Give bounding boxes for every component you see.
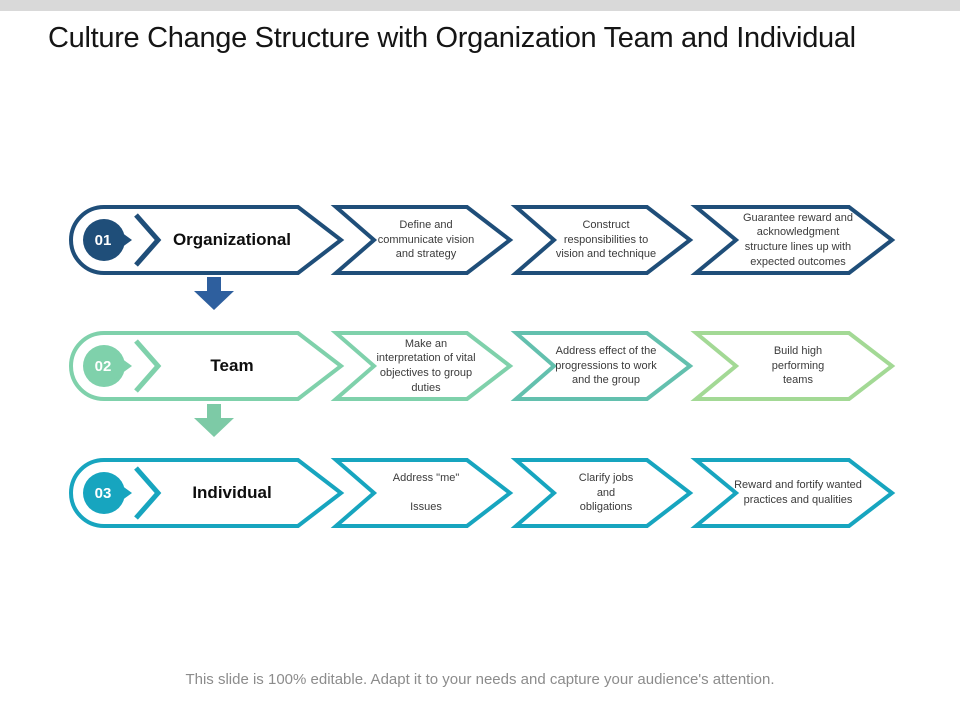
- down-arrow-icon: [194, 277, 234, 310]
- step-arrow-outline: [510, 331, 694, 401]
- chevron-marker-icon: [134, 339, 162, 393]
- step-arrow: [330, 331, 514, 401]
- step-text: Reward and fortify wanted practices and …: [734, 479, 862, 506]
- chevron-marker-icon: [134, 466, 162, 520]
- step-arrow: [330, 458, 514, 528]
- number-badge-point: [110, 224, 132, 256]
- number-badge-point: [110, 477, 132, 509]
- row-label-organizational: Organizational: [172, 230, 292, 249]
- step-arrow: [510, 205, 694, 275]
- stage-pill-outline: [69, 331, 345, 401]
- step-arrow-outline: [510, 205, 694, 275]
- number-badge-point: [110, 350, 132, 382]
- step-text: Address "me" Issues: [392, 472, 460, 514]
- step-arrow-outline: [330, 331, 514, 401]
- row-number: 03: [95, 485, 112, 502]
- row-label-team: Team: [210, 356, 254, 375]
- row-number: 02: [95, 358, 112, 375]
- step-arrow-outline: [690, 331, 896, 401]
- stage-shape-organizational: 01: [69, 205, 345, 275]
- step-arrow-outline: [690, 458, 896, 528]
- stage-pill-outline: [69, 458, 345, 528]
- step-arrow: [690, 331, 896, 401]
- step-text: Define and communicate vision and strate…: [377, 219, 475, 261]
- slide-top-accent-bar: [0, 0, 960, 11]
- step-text: Address effect of the progressions to wo…: [555, 345, 657, 387]
- step-arrow-outline: [690, 205, 896, 275]
- step-arrow: [510, 458, 694, 528]
- step-arrow-outline: [510, 458, 694, 528]
- down-arrow-icon: [194, 404, 234, 437]
- page-title: Culture Change Structure with Organizati…: [48, 22, 856, 54]
- step-arrow-outline: [330, 205, 514, 275]
- step-arrow: [510, 331, 694, 401]
- step-text: Construct responsibilities to vision and…: [555, 219, 657, 261]
- row-label-individual: Individual: [192, 483, 272, 502]
- step-text: Make an interpretation of vital objectiv…: [376, 337, 476, 394]
- stage-pill-outline: [69, 205, 345, 275]
- step-text: Clarify jobs and obligations: [578, 472, 634, 514]
- row-number: 01: [95, 232, 112, 249]
- chevron-marker-icon: [134, 213, 162, 267]
- step-arrow: [690, 458, 896, 528]
- step-text: Build high performing teams: [771, 345, 825, 387]
- stage-shape-individual: 03: [69, 458, 345, 528]
- step-text: Guarantee reward and acknowledgment stru…: [742, 211, 854, 268]
- stage-shape-team: 02: [69, 331, 345, 401]
- step-arrow: [690, 205, 896, 275]
- editable-note: This slide is 100% editable. Adapt it to…: [185, 671, 775, 688]
- step-arrow: [330, 205, 514, 275]
- step-arrow-outline: [330, 458, 514, 528]
